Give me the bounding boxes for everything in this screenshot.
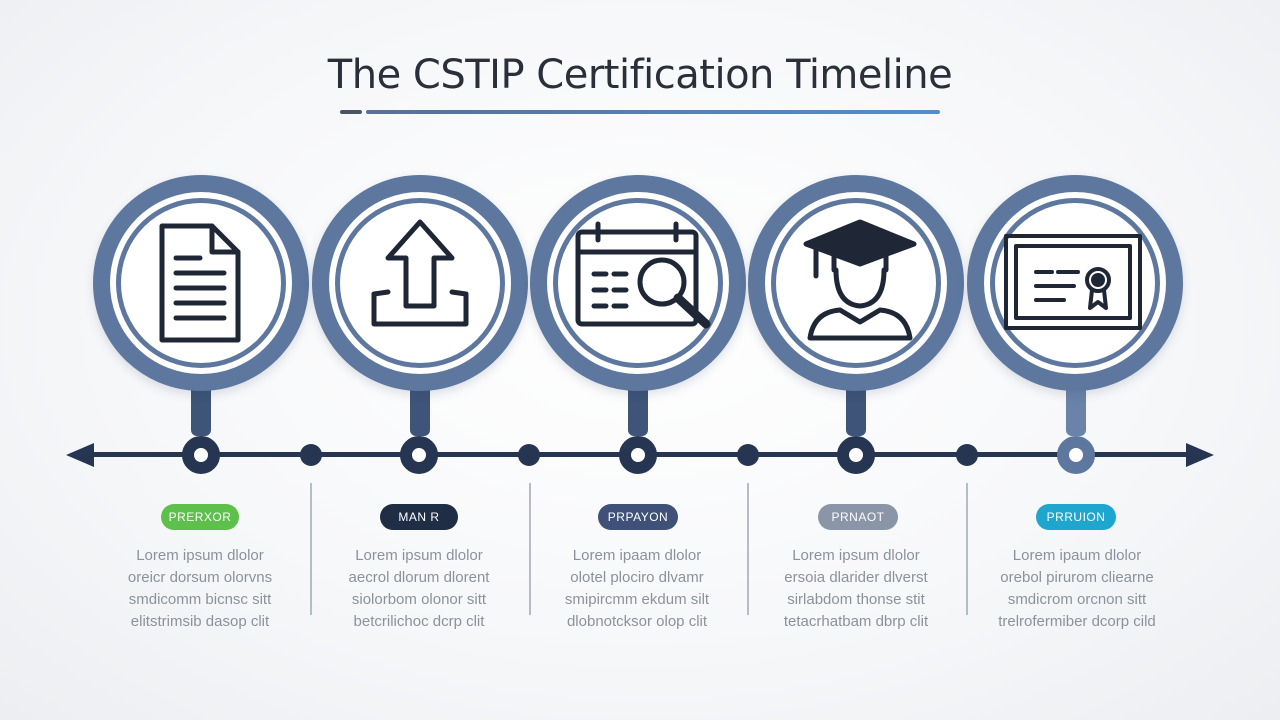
timeline-dot [300,444,322,466]
step-1-badge: PRERXOR [161,504,239,530]
step-connector [191,388,211,436]
step-connector [1066,388,1086,436]
timeline-dot [956,444,978,466]
title-underline [366,110,940,114]
description-line: tetacrhatbam dbrp clit [783,613,929,630]
description-line: Lorem ipsum dlolor [792,547,920,564]
description-line: Lorem ipaum dlolor [1012,547,1142,564]
description-line: Lorem ipaam dlolor [572,547,702,564]
title-underline-accent [340,110,362,114]
description-line: ersoia dlarider dlverst [784,569,928,586]
description-line: sirlabdom thonse stit [787,591,925,608]
step-4-description: Lorem ipsum dlolor ersoia dlarider dlver… [761,545,951,633]
description-line: betcrilichoc dcrp clit [353,613,485,630]
description-line: oreicr dorsum olorvns [127,569,273,586]
timeline-node [837,436,875,474]
timeline-dot [518,444,540,466]
step-2-description: Lorem ipsum dlolor aecrol dlorum dlorent… [324,545,514,633]
description-line: elitstrimsib dasop clit [130,613,270,630]
timeline-dot [737,444,759,466]
column-divider [966,483,968,615]
step-2-badge: MAN R [380,504,458,530]
timeline-node [400,436,438,474]
upload-icon [371,219,469,327]
graduate-icon [803,219,917,341]
step-5-badge: PRRUION [1036,504,1116,530]
description-line: trelrofermiber dcorp cild [998,613,1156,630]
step-connector [846,388,866,436]
column-divider [529,483,531,615]
timeline-node [619,436,657,474]
calendar-search-icon [575,221,711,329]
step-1-description: Lorem ipsum dlolor oreicr dorsum olorvns… [105,545,295,633]
timeline-node [1057,436,1095,474]
step-1-ring [93,175,309,391]
description-line: Lorem ipsum dlolor [136,547,264,564]
timeline-arrow-left-icon [66,443,94,467]
step-connector [410,388,430,436]
step-5-description: Lorem ipaum dlolor orebol pirurom cliear… [982,545,1172,633]
description-line: orebol pirurom cliearne [1000,569,1154,586]
timeline-node [182,436,220,474]
description-line: dlobnotcksor olop clit [566,613,708,630]
document-icon [159,223,241,343]
description-line: smdicomm bicnsc sitt [128,591,272,608]
description-line: aecrol dlorum dlorent [348,569,490,586]
column-divider [310,483,312,615]
description-line: siolorbom olonor sitt [351,591,487,608]
step-connector [628,388,648,436]
description-line: Lorem ipsum dlolor [355,547,483,564]
step-4-badge: PRNAOT [818,504,898,530]
description-line: olotel plociro dlvamr [570,569,704,586]
description-line: smipircmm ekdum silt [564,591,710,608]
step-3-badge: PRPAYON [598,504,678,530]
certificate-icon [1004,234,1142,330]
description-line: smdicrom orcnon sitt [1007,591,1147,608]
page-title: The CSTIP Certification Timeline [327,52,953,98]
timeline-arrow-right-icon [1186,443,1214,467]
column-divider [747,483,749,615]
step-3-description: Lorem ipaam dlolor olotel plociro dlvamr… [542,545,732,633]
